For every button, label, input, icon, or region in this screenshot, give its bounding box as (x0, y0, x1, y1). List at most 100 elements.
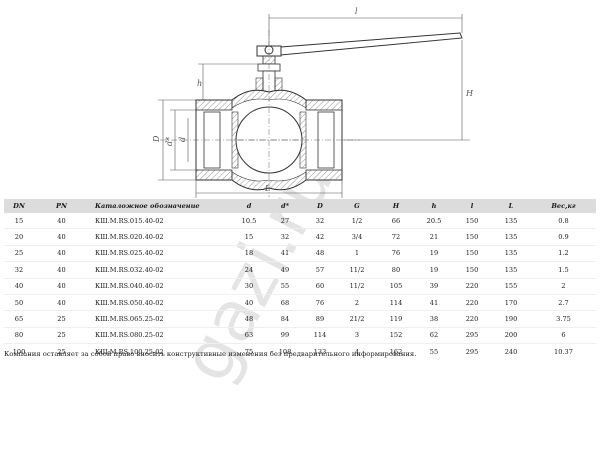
table-cell: 75 (231, 343, 267, 360)
table-cell: 66 (391, 216, 401, 225)
table-cell: 162 (377, 343, 415, 360)
col-header: PN (34, 199, 89, 213)
table-cell: 119 (377, 310, 415, 328)
table-cell: 20 (4, 228, 34, 246)
table-cell: 48 (303, 244, 337, 262)
table-cell: КШ.М.RS.025.40-02 (89, 244, 231, 262)
table-cell: 11/2 (337, 261, 377, 279)
dim-label-D: D (152, 135, 161, 143)
table-cell: 2 (337, 293, 377, 311)
table-cell: КШ.М.RS.050.40-02 (89, 293, 231, 311)
table-cell: 295 (453, 343, 491, 360)
col-header: d (231, 199, 267, 213)
table-cell: 30 (231, 277, 267, 295)
table-cell: 21/2 (337, 310, 377, 328)
table-cell: 1.2 (531, 244, 596, 262)
table-cell: 55 (267, 277, 303, 295)
table-cell: 11/2 (337, 277, 377, 295)
dim-label-l: l (355, 7, 358, 16)
table-cell: КШ.М.RS.032.40-02 (89, 261, 231, 279)
table-cell: 50 (4, 293, 34, 311)
table-cell: 240 (491, 343, 531, 360)
table-cell: 18 (231, 244, 267, 262)
dim-label-H: H (465, 89, 474, 98)
table-cell: 135 (491, 244, 531, 262)
table-cell: 40 (34, 277, 89, 295)
table-cell: 114 (303, 326, 337, 344)
table-cell: 57 (303, 261, 337, 279)
table-cell: 4 (337, 343, 377, 360)
table-cell: 38 (415, 310, 453, 328)
footnote: Компания оставляет за собой право вносит… (4, 350, 417, 358)
table-cell: 27 (280, 216, 290, 225)
col-header: G (337, 199, 377, 213)
table-cell: 25 (4, 244, 34, 262)
table-cell: 21 (415, 228, 453, 246)
table-cell: 3/4 (337, 228, 377, 246)
table-cell: 40 (34, 244, 89, 262)
table-cell: 170 (491, 293, 531, 311)
table-cell: 133 (303, 343, 337, 360)
table-cell: 40 (34, 228, 89, 246)
dim-label-L: L (264, 184, 270, 193)
table-cell: 220 (453, 310, 491, 328)
specifications-table: DN PN Каталожное обозначение d d* D G H … (4, 199, 596, 360)
table-cell: 3 (337, 326, 377, 344)
table-cell: 150 (453, 244, 491, 262)
table-cell: 39 (415, 277, 453, 295)
table-cell: 25 (34, 326, 89, 344)
table-header-row: DN PN Каталожное обозначение d d* D G H … (4, 199, 596, 213)
table-cell: КШ.М.RS.040.40-02 (89, 277, 231, 295)
table-cell: 105 (377, 277, 415, 295)
table-cell: КШ.М.RS.015.40-02 (95, 216, 164, 225)
table-cell: 15 (231, 228, 267, 246)
table-cell: 20.5 (426, 216, 442, 225)
table-cell: 3.75 (531, 310, 596, 328)
table-cell: 80 (377, 261, 415, 279)
table-cell: 49 (267, 261, 303, 279)
col-header: l (453, 199, 491, 213)
table-cell: 135 (491, 261, 531, 279)
table-cell: 10.5 (241, 216, 257, 225)
table-cell: 135 (504, 216, 518, 225)
table-cell: 42 (303, 228, 337, 246)
table-cell: 72 (377, 228, 415, 246)
table-cell: 100 (4, 343, 34, 360)
table-cell: 108 (267, 343, 303, 360)
table-cell: 0.8 (558, 216, 569, 225)
dim-label-d-star: d* (165, 137, 174, 146)
table-cell: 40 (34, 293, 89, 311)
table-cell: КШ.М.RS.020.40-02 (89, 228, 231, 246)
col-header: DN (4, 199, 34, 213)
table-cell: 62 (415, 326, 453, 344)
table-cell: 40 (4, 277, 34, 295)
table-cell: 150 (465, 216, 479, 225)
table-cell: 89 (303, 310, 337, 328)
table-cell: 150 (453, 228, 491, 246)
valve-drawing: l h H D d* d L (152, 7, 474, 198)
table-cell: КШ.М.RS.080.25-02 (89, 326, 231, 344)
table-cell: 84 (267, 310, 303, 328)
table-cell: 65 (4, 310, 34, 328)
table-cell: КШ.М.RS.100.25-02 (89, 343, 231, 360)
table-cell: 68 (267, 293, 303, 311)
table-cell: 114 (377, 293, 415, 311)
table-cell: 220 (453, 277, 491, 295)
table-cell: 6 (531, 326, 596, 344)
table-cell: 190 (491, 310, 531, 328)
dim-label-h: h (197, 79, 202, 88)
table-cell: 150 (453, 261, 491, 279)
table-cell: 76 (303, 293, 337, 311)
table-cell: 0.9 (531, 228, 596, 246)
col-header: D (303, 199, 337, 213)
col-header: d* (267, 199, 303, 213)
table-cell: 40 (57, 216, 66, 225)
table-cell: 135 (491, 228, 531, 246)
